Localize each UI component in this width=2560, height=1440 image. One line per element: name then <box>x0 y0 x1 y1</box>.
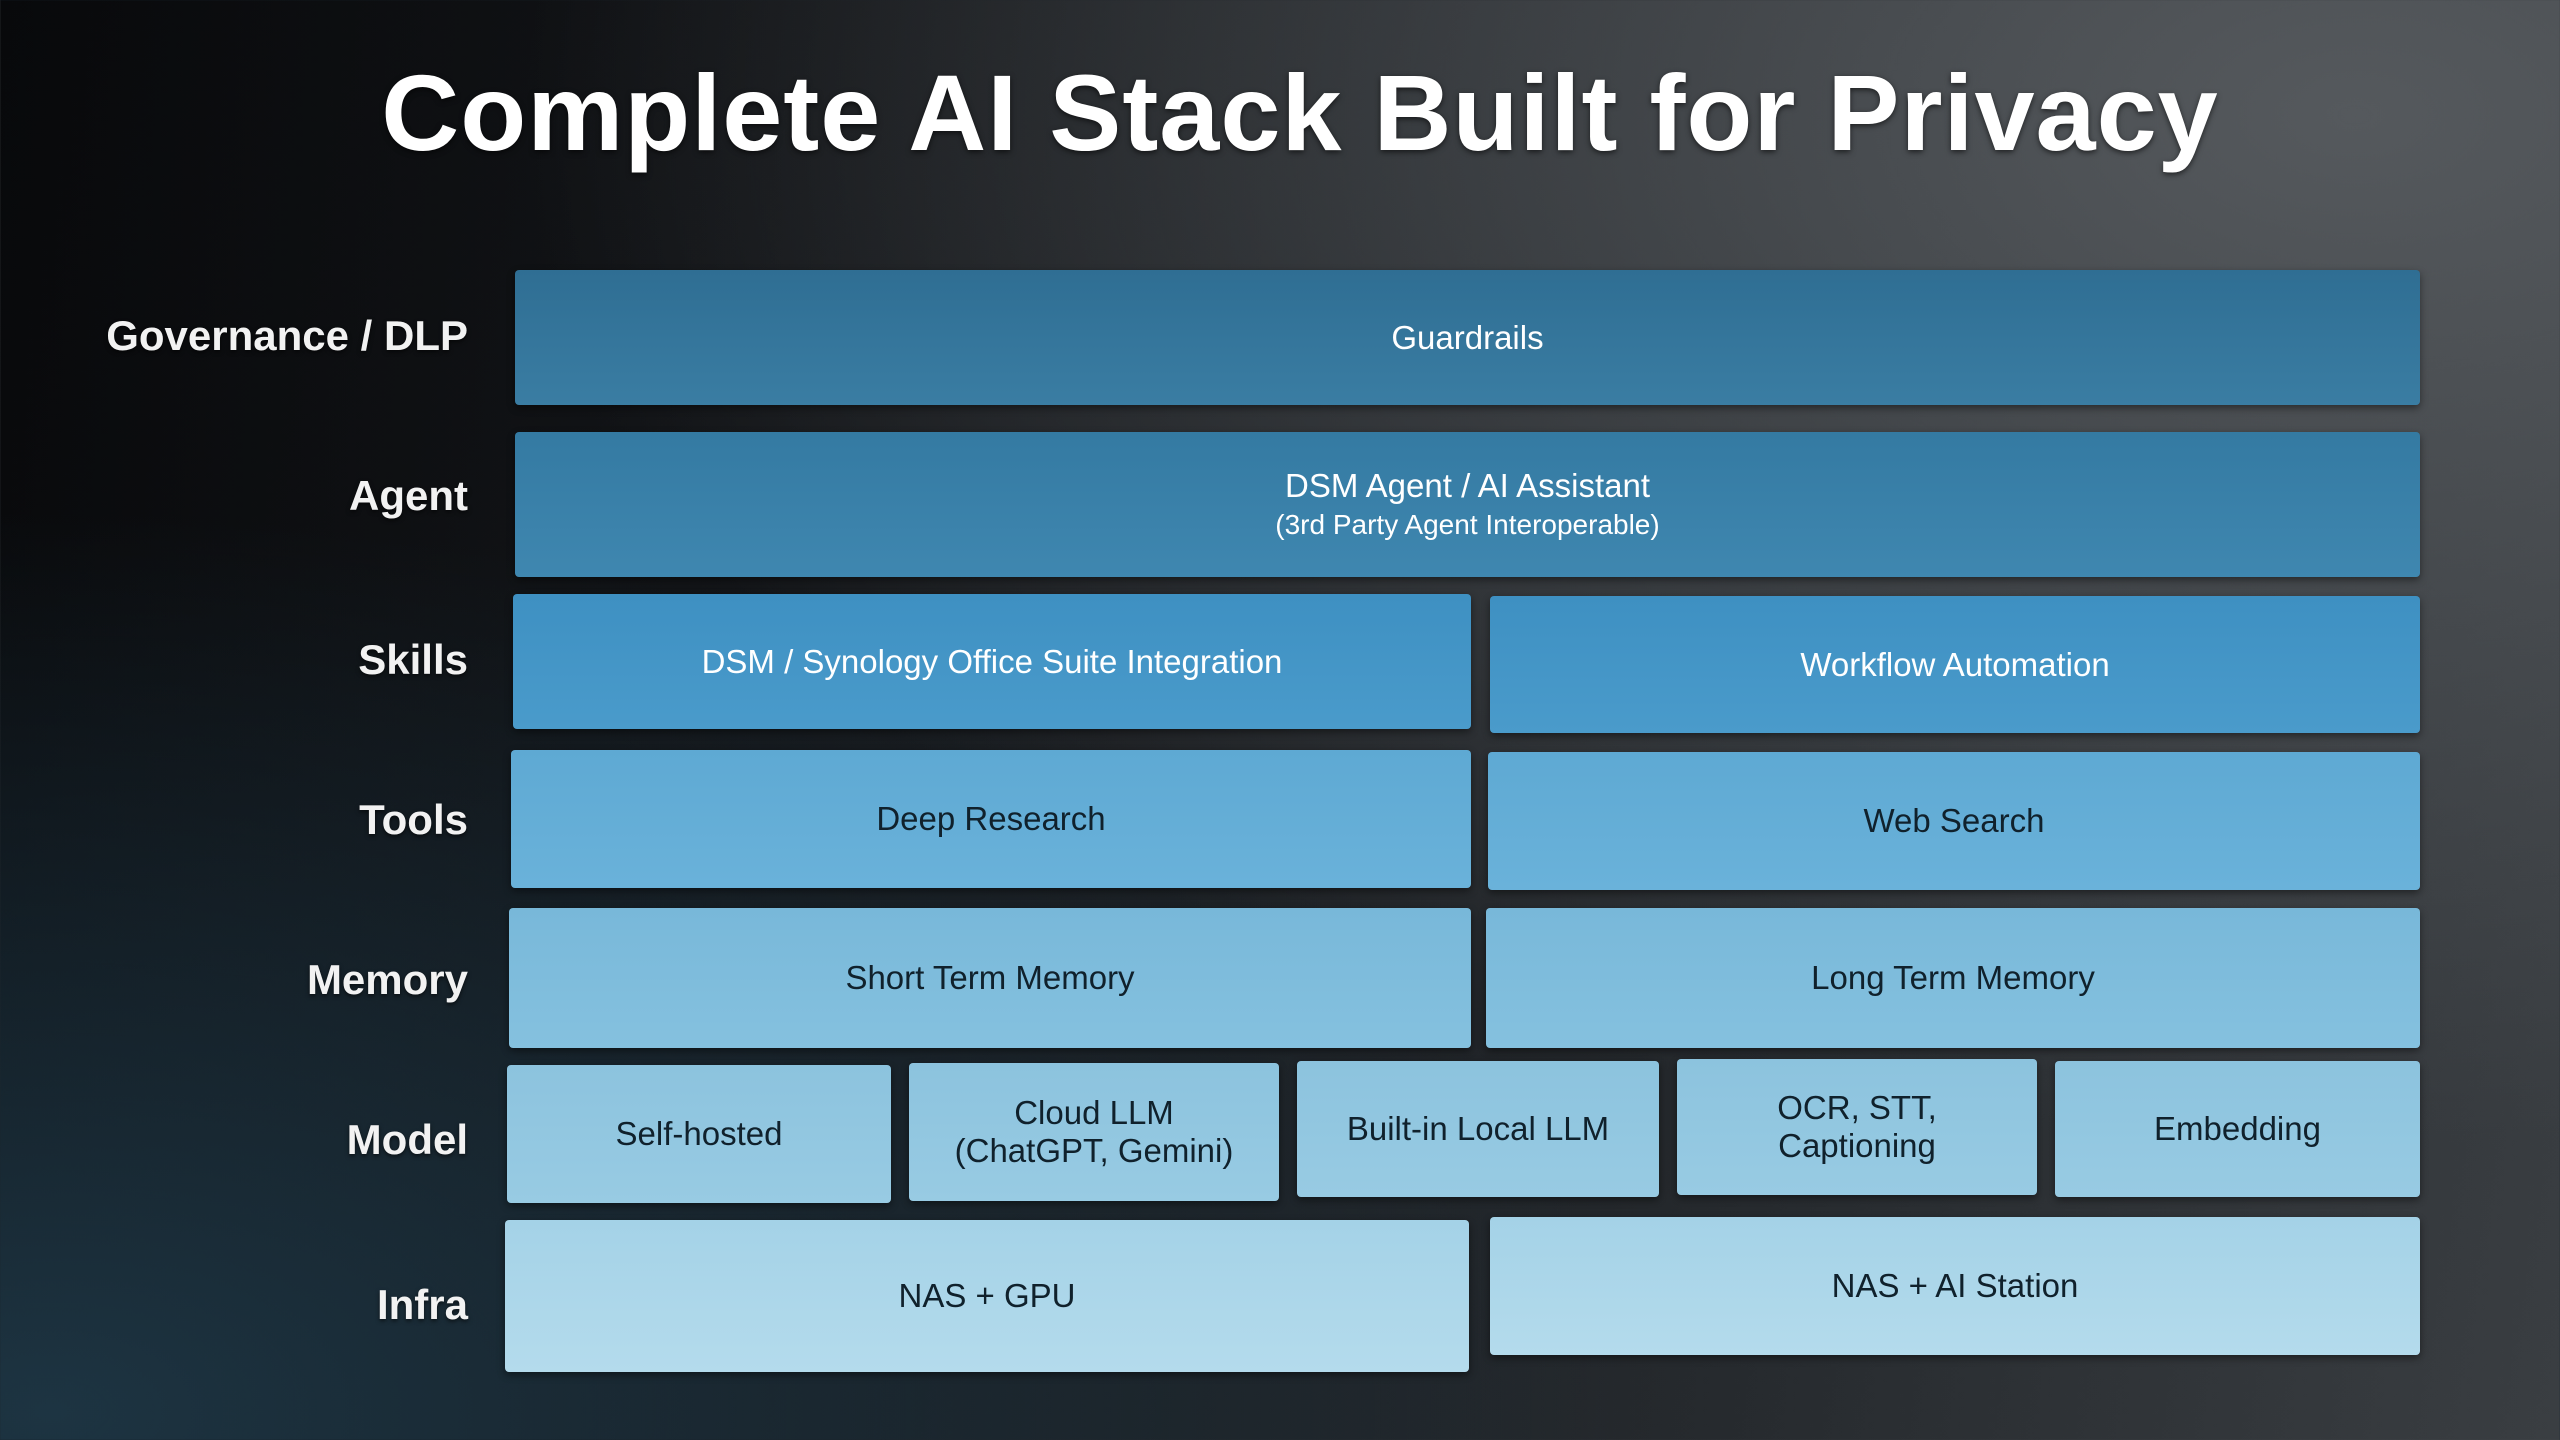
self-hosted-block: Self-hosted <box>507 1065 891 1203</box>
workflow-automation-label: Workflow Automation <box>1800 645 2110 683</box>
layer-label-skills: Skills <box>358 636 468 683</box>
built-in-local-llm-block: Built-in Local LLM <box>1297 1061 1659 1197</box>
nas-ai-station-block: NAS + AI Station <box>1490 1217 2420 1355</box>
cloud-llm-examples: (ChatGPT, Gemini) <box>954 1132 1234 1169</box>
layer-label-infra: Infra <box>376 1281 468 1328</box>
layer-label-model: Model <box>346 1116 468 1163</box>
guardrails-block: Guardrails <box>515 270 2420 405</box>
dsm-agent-subtitle: (3rd Party Agent Interoperable) <box>1275 509 1660 541</box>
guardrails-label: Guardrails <box>1391 318 1544 356</box>
long-term-memory-block: Long Term Memory <box>1486 908 2420 1048</box>
cloud-llm-label: Cloud LLM <box>1014 1094 1174 1132</box>
layer-label-memory: Memory <box>306 956 468 1003</box>
office-suite-integration-label: DSM / Synology Office Suite Integration <box>701 642 1283 680</box>
short-term-memory-label: Short Term Memory <box>845 959 1135 997</box>
web-search-block: Web Search <box>1488 752 2420 890</box>
long-term-memory-label: Long Term Memory <box>1811 959 2095 997</box>
ocr-stt-label: OCR, STT, <box>1777 1089 1937 1127</box>
deep-research-block: Deep Research <box>511 750 1471 888</box>
nas-ai-station-label: NAS + AI Station <box>1831 1267 2079 1305</box>
nas-gpu-label: NAS + GPU <box>898 1277 1076 1315</box>
cloud-llm-block: Cloud LLM (ChatGPT, Gemini) <box>909 1063 1279 1201</box>
office-suite-integration-block: DSM / Synology Office Suite Integration <box>513 594 1471 729</box>
built-in-local-llm-label: Built-in Local LLM <box>1346 1110 1610 1148</box>
workflow-automation-block: Workflow Automation <box>1490 596 2420 733</box>
layer-label-tools: Tools <box>359 796 468 843</box>
page-title: Complete AI Stack Built for Privacy <box>381 52 2219 173</box>
layer-label-agent: Agent <box>349 472 468 519</box>
embedding-label: Embedding <box>2154 1110 2321 1148</box>
dsm-agent-title: DSM Agent / AI Assistant <box>1284 467 1650 505</box>
nas-gpu-block: NAS + GPU <box>505 1220 1469 1372</box>
short-term-memory-block: Short Term Memory <box>509 908 1471 1048</box>
layer-label-governance: Governance / DLP <box>106 312 468 359</box>
deep-research-label: Deep Research <box>876 800 1106 838</box>
captioning-label: Captioning <box>1778 1127 1936 1164</box>
web-search-label: Web Search <box>1863 802 2045 840</box>
ocr-stt-captioning-block: OCR, STT, Captioning <box>1677 1059 2037 1195</box>
embedding-block: Embedding <box>2055 1061 2420 1197</box>
dsm-agent-block: DSM Agent / AI Assistant (3rd Party Agen… <box>515 432 2420 577</box>
self-hosted-label: Self-hosted <box>615 1115 783 1153</box>
